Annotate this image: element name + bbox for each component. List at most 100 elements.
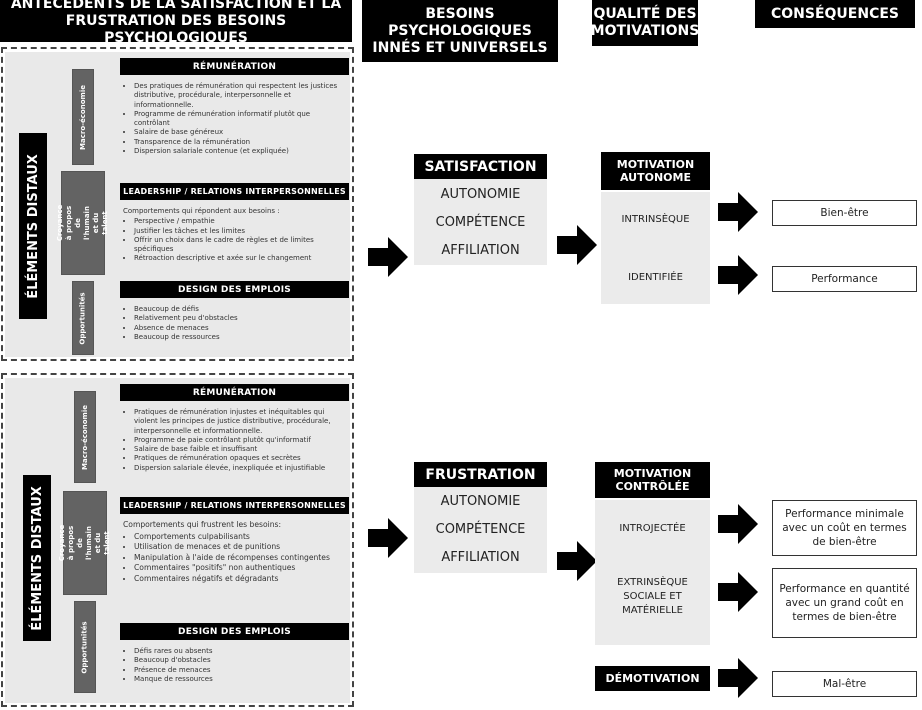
list-item: Rétroaction descriptive et axée sur le c… [134,254,347,263]
list-item: Présence de menaces [134,666,347,675]
bottom-opportunites-label: Opportunités [74,601,96,693]
list-item: Beaucoup d'obstacles [134,656,347,665]
list-item: Pratiques de rémunération injustes et in… [134,408,347,436]
satisfaction-need-competence: COMPÉTENCE [435,215,526,230]
list-item: Beaucoup de ressources [134,333,347,342]
satisfaction-need-autonomie: AUTONOMIE [440,187,521,202]
list-item: Dispersion salariale contenue (et expliq… [134,147,347,156]
motivation-extrinseque: EXTRINSÈQUE SOCIALE ET MATÉRIELLE [617,577,688,616]
header-besoins: BESOINS PSYCHOLOGIQUES INNÉS ET UNIVERSE… [362,0,558,62]
list-item: Absence de menaces [134,324,347,333]
bottom-remuneration-list: Pratiques de rémunération injustes et in… [123,408,347,473]
motivation-autonome-box: INTRINSÈQUE IDENTIFIÉE [601,192,710,304]
bottom-antecedents-panel: ÉLÉMENTS DISTAUX Macro-économie Croyance… [1,373,354,707]
bottom-croyance-label: Croyance à propos de l'humain et du tale… [58,491,111,595]
header-qualite-text: QUALITÉ DES MOTIVATIONS [590,6,700,39]
list-item: Programme de rémunération informatif plu… [134,110,347,129]
bottom-leadership-intro: Comportements qui frustrent les besoins: [123,520,282,529]
bottom-distal-text: ÉLÉMENTS DISTAUX [29,485,45,631]
arrow-icon [368,518,408,558]
motivation-identifiee: IDENTIFIÉE [628,272,683,283]
list-item: Transparence de la rémunération [134,138,347,147]
list-item: Utilisation de menaces et de punitions [134,542,347,553]
frustration-need-competence: COMPÉTENCE [435,522,526,537]
header-antecedents: ANTÉCÉDENTS DE LA SATISFACTION ET LA FRU… [0,0,352,46]
bottom-leadership-title: LEADERSHIP / RELATIONS INTERPERSONNELLES [120,497,349,514]
satisfaction-need-affiliation: AFFILIATION [441,243,520,258]
top-opportunites-text: Opportunités [78,291,87,345]
top-leadership-intro: Comportements qui répondent aux besoins … [123,207,280,215]
list-item: Manque de ressources [134,675,347,684]
top-leadership-title: LEADERSHIP / RELATIONS INTERPERSONNELLES [120,183,349,200]
header-qualite: QUALITÉ DES MOTIVATIONS [590,0,700,46]
top-distal-label: ÉLÉMENTS DISTAUX [19,133,47,319]
arrow-icon [557,225,597,265]
bottom-design-title: DESIGN DES EMPLOIS [120,623,349,640]
list-item: Comportements culpabilisants [134,532,347,543]
bottom-leadership-list: Comportements qui frustrent les besoins:… [123,520,347,584]
list-item: Commentaires négatifs et dégradants [134,574,347,585]
motivation-controlee-box: INTROJECTÉE EXTRINSÈQUE SOCIALE ET MATÉR… [595,500,710,645]
top-remuneration-list: Des pratiques de rémunération qui respec… [123,82,347,156]
list-item: Salaire de base faible et insuffisant [134,445,347,454]
consequence-bien-etre-text: Bien-être [820,207,869,219]
motivation-controlee-title: MOTIVATION CONTRÔLÉE [595,462,710,498]
consequence-performance-minimale: Performance minimale avec un coût en ter… [772,500,917,556]
top-remuneration-title: RÉMUNÉRATION [120,58,349,75]
list-item: Des pratiques de rémunération qui respec… [134,82,347,110]
list-item: Justifier les tâches et les limites [134,227,347,236]
top-leadership-list: Comportements qui répondent aux besoins … [123,207,347,264]
consequence-performance-minimale-text: Performance minimale avec un coût en ter… [782,508,907,548]
consequence-mal-etre-text: Mal-être [822,678,867,690]
arrow-icon [557,541,597,581]
motivation-autonome-title: MOTIVATION AUTONOME [601,152,710,190]
consequence-performance-quantite: Performance en quantité avec un grand co… [772,568,917,638]
bottom-design-list: Défis rares ou absents Beaucoup d'obstac… [123,647,347,684]
header-antecedents-text: ANTÉCÉDENTS DE LA SATISFACTION ET LA FRU… [10,0,342,46]
header-consequences-text: CONSÉQUENCES [770,5,899,22]
header-consequences: CONSÉQUENCES [755,0,915,28]
top-croyance-label: Croyance à propos de l'humain et du tale… [56,171,109,275]
top-macro-text: Macro-économie [78,84,87,150]
consequence-bien-etre: Bien-être [772,200,917,226]
frustration-title-text: FRUSTRATION [425,466,536,483]
top-distal-text: ÉLÉMENTS DISTAUX [25,153,41,299]
list-item: Salaire de base généreux [134,128,347,137]
top-macro-label: Macro-économie [72,69,94,165]
list-item: Offrir un choix dans le cadre de règles … [134,236,347,255]
bottom-panel-background [5,378,350,703]
list-item: Beaucoup de défis [134,305,347,314]
bottom-macro-text: Macro-économie [80,404,89,470]
consequence-performance-text: Performance [811,273,878,285]
satisfaction-title-text: SATISFACTION [424,158,537,175]
list-item: Dispersion salariale élevée, inexpliquée… [134,464,347,473]
bottom-opportunites-text: Opportunités [80,620,89,674]
frustration-box: FRUSTRATION AUTONOMIE COMPÉTENCE AFFILIA… [414,462,547,573]
frustration-title: FRUSTRATION [414,462,547,487]
bottom-macro-label: Macro-économie [74,391,96,483]
top-design-title: DESIGN DES EMPLOIS [120,281,349,298]
list-item: Perspective / empathie [134,217,347,226]
list-item: Défis rares ou absents [134,647,347,656]
arrow-icon [368,237,408,277]
top-design-title-text: DESIGN DES EMPLOIS [178,284,291,295]
bottom-design-title-text: DESIGN DES EMPLOIS [178,626,291,637]
frustration-need-autonomie: AUTONOMIE [440,494,521,509]
demotivation-label: DÉMOTIVATION [595,666,710,691]
bottom-leadership-title-text: LEADERSHIP / RELATIONS INTERPERSONNELLES [123,501,346,510]
arrow-icon [718,192,758,232]
list-item: Programme de paie contrôlant plutôt qu'i… [134,436,347,445]
consequence-performance-quantite-text: Performance en quantité avec un grand co… [779,583,910,623]
top-leadership-title-text: LEADERSHIP / RELATIONS INTERPERSONNELLES [123,187,346,196]
top-opportunites-label: Opportunités [72,281,94,355]
list-item: Commentaires "positifs" non authentiques [134,563,347,574]
bottom-remuneration-title-text: RÉMUNÉRATION [192,387,277,398]
header-besoins-text: BESOINS PSYCHOLOGIQUES INNÉS ET UNIVERSE… [372,5,548,56]
top-design-list: Beaucoup de défis Relativement peu d'obs… [123,305,347,342]
bottom-remuneration-title: RÉMUNÉRATION [120,384,349,401]
top-antecedents-panel: ÉLÉMENTS DISTAUX Macro-économie Croyance… [1,47,354,361]
list-item: Relativement peu d'obstacles [134,314,347,323]
motivation-intrinseque: INTRINSÈQUE [621,214,690,225]
motivation-autonome-title-text: MOTIVATION AUTONOME [616,158,695,184]
motivation-introjectee: INTROJECTÉE [619,523,686,534]
